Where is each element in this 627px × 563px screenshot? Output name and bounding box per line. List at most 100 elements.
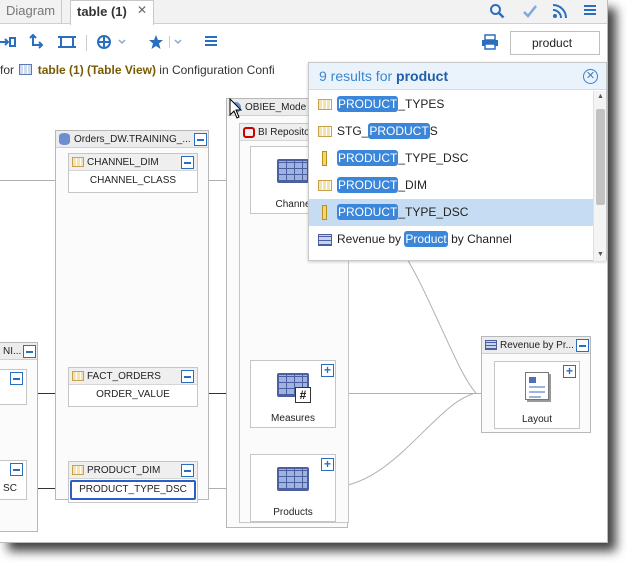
collapse-revenue-group-button[interactable] bbox=[576, 339, 589, 352]
left-partial-table-2[interactable]: SC bbox=[0, 460, 27, 500]
products-node[interactable]: + Products bbox=[250, 454, 336, 522]
table-icon bbox=[72, 371, 84, 381]
measures-node[interactable]: # + Measures bbox=[250, 360, 336, 428]
orders-dw-group[interactable]: Orders_DW.TRAINING_... CHANNEL_DIM CHANN… bbox=[55, 130, 209, 503]
collapse-orders-group-button[interactable] bbox=[194, 133, 207, 146]
table-view-icon bbox=[19, 64, 33, 75]
expand-layout-button[interactable]: + bbox=[563, 365, 576, 378]
table-icon bbox=[72, 157, 84, 167]
collapse-channel-dim-button[interactable] bbox=[181, 156, 194, 169]
column-channel-class[interactable]: CHANNEL_CLASS bbox=[89, 175, 177, 186]
close-results-icon[interactable]: ✕ bbox=[583, 69, 598, 84]
products-node-label: Products bbox=[273, 507, 313, 518]
result-text-after: _TYPE_DSC bbox=[398, 151, 469, 165]
collapse-fact-orders-button[interactable] bbox=[181, 370, 194, 383]
result-text-before: STG_ bbox=[337, 124, 369, 138]
column-icon bbox=[322, 205, 327, 220]
breadcrumb-object[interactable]: table (1) (Table View) bbox=[37, 63, 156, 77]
tab-table[interactable]: table (1) ✕ bbox=[70, 0, 154, 25]
list-icon[interactable] bbox=[204, 34, 218, 52]
bi-repository-title: BI Reposito bbox=[258, 127, 310, 138]
table-icon bbox=[318, 126, 332, 137]
scroll-down-icon[interactable]: ▼ bbox=[597, 251, 604, 258]
column-order-value[interactable]: ORDER_VALUE bbox=[96, 389, 170, 400]
search-input[interactable]: product bbox=[510, 31, 600, 55]
favorite-star-icon[interactable] bbox=[148, 34, 184, 52]
result-match-highlight: PRODUCT bbox=[337, 150, 399, 166]
search-icon[interactable] bbox=[488, 3, 506, 21]
print-icon[interactable] bbox=[481, 34, 499, 52]
result-text-before: Revenue by bbox=[337, 232, 405, 246]
expand-icon[interactable] bbox=[0, 34, 16, 52]
result-text-after: _DIM bbox=[398, 178, 428, 192]
table-icon bbox=[72, 465, 84, 475]
breadcrumb-suffix: in Configuration Confi bbox=[159, 63, 275, 77]
search-result-item[interactable]: STG_PRODUCTS bbox=[309, 118, 593, 145]
left-column-label[interactable]: SC bbox=[3, 483, 17, 494]
scrollbar-thumb[interactable] bbox=[596, 109, 605, 205]
channel-node-label: Channe bbox=[275, 199, 311, 210]
search-result-item[interactable]: PRODUCT_TYPES bbox=[309, 91, 593, 118]
measure-hash-icon: # bbox=[295, 387, 311, 403]
collapse-left-table-button[interactable] bbox=[10, 372, 23, 385]
layout-dropdown-icon[interactable] bbox=[96, 34, 126, 52]
collapse-product-dim-button[interactable] bbox=[181, 464, 194, 477]
breadcrumb-prefix: for bbox=[0, 63, 15, 77]
connector-line bbox=[20, 488, 68, 489]
menu-icon[interactable] bbox=[581, 3, 599, 21]
channel-dim-table[interactable]: CHANNEL_DIM CHANNEL_CLASS bbox=[68, 153, 198, 193]
fact-orders-table[interactable]: FACT_ORDERS ORDER_VALUE bbox=[68, 367, 198, 407]
result-match-highlight: PRODUCT bbox=[368, 123, 430, 139]
fact-orders-title: FACT_ORDERS bbox=[87, 371, 161, 382]
column-product-type-dsc[interactable]: PRODUCT_TYPE_DSC bbox=[70, 480, 196, 500]
checkmark-icon[interactable] bbox=[521, 3, 539, 21]
collapse-left-table-2-button[interactable] bbox=[10, 463, 23, 476]
tab-diagram[interactable]: Diagram bbox=[0, 0, 62, 24]
left-partial-table[interactable] bbox=[0, 369, 27, 405]
fit-to-screen-icon[interactable] bbox=[58, 34, 76, 52]
product-dim-table[interactable]: PRODUCT_DIM PRODUCT_TYPE_DSC bbox=[68, 461, 198, 503]
result-text-after: S bbox=[429, 124, 438, 138]
layout-node-label: Layout bbox=[521, 414, 553, 425]
revenue-group-title: Revenue by Pr... bbox=[500, 340, 574, 351]
connector-line bbox=[0, 180, 56, 181]
table-icon bbox=[318, 99, 332, 110]
report-icon bbox=[318, 234, 332, 246]
result-match-highlight: Product bbox=[404, 231, 448, 247]
search-result-item[interactable]: PRODUCT_TYPE_DSC bbox=[309, 199, 593, 226]
result-text-after: by Channel bbox=[447, 232, 512, 246]
rss-icon[interactable] bbox=[551, 3, 569, 21]
scroll-up-icon[interactable]: ▲ bbox=[597, 93, 604, 100]
connector-curves bbox=[336, 242, 477, 488]
expand-measures-button[interactable]: + bbox=[321, 364, 334, 377]
result-text-after: _TYPE_DSC bbox=[398, 205, 469, 219]
connector-line bbox=[196, 180, 250, 181]
expand-products-button[interactable]: + bbox=[321, 458, 334, 471]
left-partial-group[interactable]: NI... SC bbox=[0, 342, 38, 532]
result-match-highlight: PRODUCT bbox=[337, 204, 399, 220]
tab-table-label: table (1) bbox=[77, 4, 127, 19]
app-window: Diagram table (1) ✕ bbox=[0, 0, 608, 543]
search-result-item[interactable]: PRODUCT_DIM bbox=[309, 172, 593, 199]
results-scrollbar[interactable]: ▲ ▼ bbox=[593, 91, 606, 261]
product-dim-title: PRODUCT_DIM bbox=[87, 465, 161, 476]
layout-document-icon bbox=[525, 372, 549, 400]
close-tab-icon[interactable]: ✕ bbox=[136, 3, 147, 17]
search-result-item[interactable]: Revenue by Product by Channel bbox=[309, 226, 593, 253]
connector-line bbox=[196, 393, 250, 394]
report-icon bbox=[485, 340, 497, 350]
collapse-left-group-button[interactable] bbox=[23, 345, 36, 358]
database-icon bbox=[59, 133, 70, 145]
hierarchy-icon[interactable] bbox=[29, 33, 45, 52]
search-results-header: 9 results for product ✕ bbox=[309, 63, 606, 90]
presentation-table-icon bbox=[277, 159, 309, 183]
tab-bar: Diagram table (1) ✕ bbox=[0, 0, 607, 25]
revenue-report-group[interactable]: Revenue by Pr... + Layout bbox=[481, 336, 591, 433]
measures-node-label: Measures bbox=[271, 413, 315, 424]
search-result-item[interactable]: PRODUCT_TYPE_DSC bbox=[309, 145, 593, 172]
result-match-highlight: PRODUCT bbox=[337, 96, 399, 112]
presentation-table-icon bbox=[277, 467, 309, 491]
layout-node[interactable]: + Layout bbox=[494, 361, 580, 429]
